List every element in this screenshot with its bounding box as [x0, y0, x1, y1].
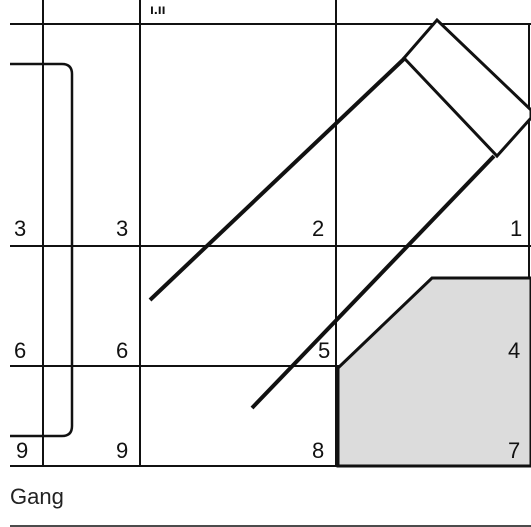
left-rounded-bracket	[10, 62, 74, 438]
cell-number-7: 7	[508, 438, 520, 463]
cell-number-3-left: 3	[14, 216, 26, 241]
top-fragment: ı.ıı	[150, 1, 166, 17]
rotated-box	[401, 17, 531, 159]
cell-number-9-left: 9	[16, 438, 28, 463]
grid-lines	[10, 0, 531, 527]
cell-number-8: 8	[312, 438, 324, 463]
cell-number-4: 4	[508, 338, 520, 363]
caption-label: Gang	[10, 484, 64, 509]
cell-number-1: 1	[510, 216, 522, 241]
cell-number-6-left: 6	[14, 338, 26, 363]
cell-number-5: 5	[318, 338, 330, 363]
diagonal-line-upper	[148, 55, 408, 302]
diagonal-line-lower	[250, 154, 496, 410]
gray-shape	[336, 276, 531, 468]
cell-number-6: 6	[116, 338, 128, 363]
cell-number-3: 3	[116, 216, 128, 241]
cell-number-9: 9	[116, 438, 128, 463]
cell-number-2: 2	[312, 216, 324, 241]
